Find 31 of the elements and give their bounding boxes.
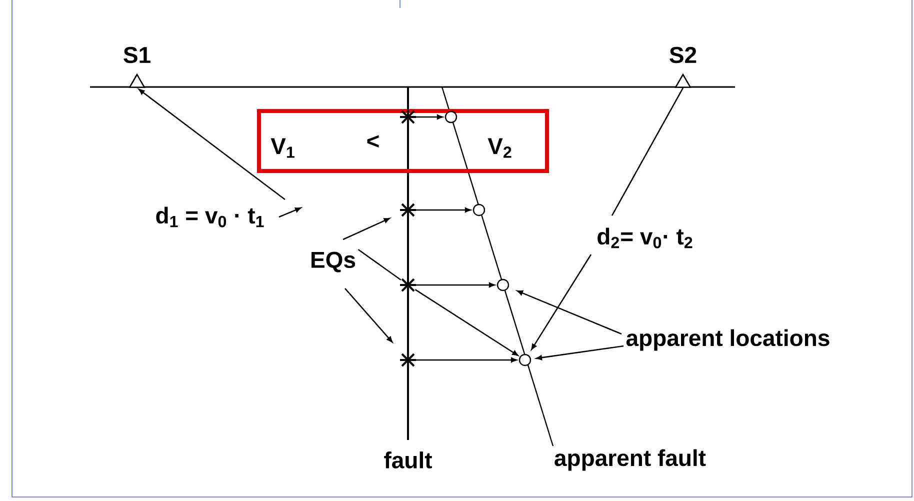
star-marker [400,202,416,218]
arrow [415,357,517,363]
text-label: apparent locations [626,329,830,351]
arrow [138,88,286,200]
arrow [344,288,393,342]
station-label: S1 [124,46,150,64]
arrow [516,290,622,335]
velocity-label: V$_{2}$ [488,138,512,158]
text-label: apparent fault [554,449,706,471]
arrow [342,218,390,240]
star-marker [400,352,416,368]
arrow [536,345,624,360]
arrow [415,207,471,213]
arrow [414,289,518,356]
circle-marker [496,278,510,292]
text-label: EQs [312,252,356,272]
arrow [278,207,302,218]
circle-marker [444,110,458,124]
arrow [531,254,592,350]
velocity-label: V$_{1}$ [270,138,294,158]
star-marker [400,109,416,125]
station-label: S2 [670,46,696,64]
text-label: d$_{1}$ = v$_{0}$ · t$_{1}$ [156,206,264,228]
text-label: d$_{2}$= v$_{0}$· t$_{2}$ [598,228,692,248]
arrow [415,114,443,120]
circle-marker [518,354,532,366]
circle-marker [472,204,486,216]
star-marker [400,277,416,293]
velocity-label: < [367,135,379,148]
arrow [415,282,495,288]
text-label: fault [384,452,432,468]
